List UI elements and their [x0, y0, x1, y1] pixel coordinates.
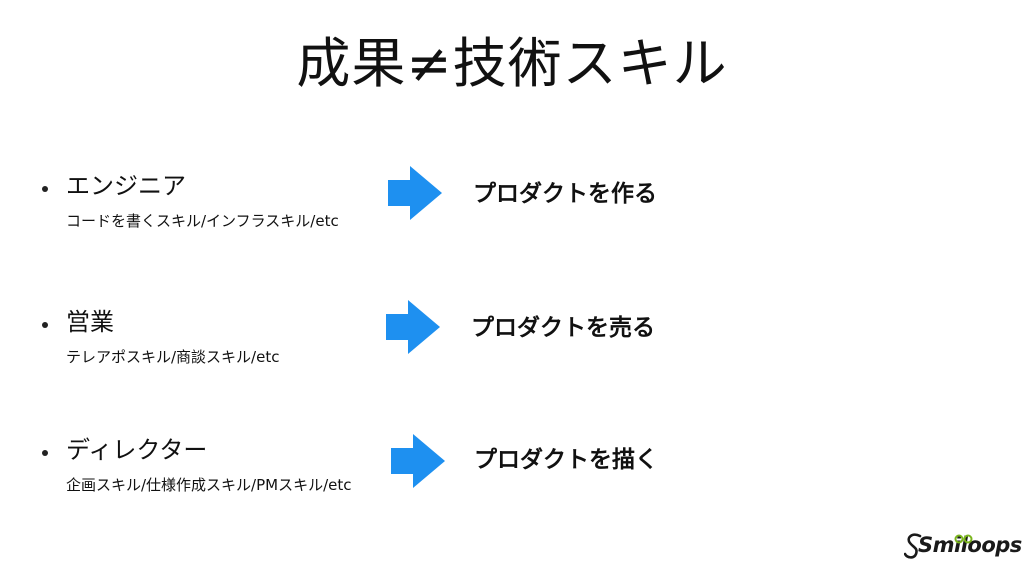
role-outcome: プロダクトを売る [471, 315, 655, 341]
slide-title: 成果≠技術スキル [296, 32, 728, 95]
smiley-swirl-icon [904, 533, 922, 559]
role-row-director: ディレクター 企画スキル/仕様作成スキル/PMスキル/etc プロダクトを描く [0, 424, 1024, 514]
role-skills: コードを書くスキル/インフラスキル/etc [66, 212, 339, 230]
role-outcome: プロダクトを描く [474, 447, 658, 473]
role-skills: 企画スキル/仕様作成スキル/PMスキル/etc [66, 476, 352, 494]
role-outcome: プロダクトを作る [473, 181, 657, 207]
right-arrow-icon [388, 166, 442, 220]
role-skills: テレアポスキル/商談スキル/etc [66, 348, 280, 366]
role-row-sales: 営業 テレアポスキル/商談スキル/etc プロダクトを売る [0, 296, 1024, 386]
bullet-icon [42, 322, 48, 328]
bullet-icon [42, 450, 48, 456]
role-heading: エンジニア [66, 172, 186, 200]
role-row-engineer: エンジニア コードを書くスキル/インフラスキル/etc プロダクトを作る [0, 160, 1024, 250]
logo-accent-icon [954, 534, 973, 544]
right-arrow-icon [386, 300, 440, 354]
bullet-icon [42, 186, 48, 192]
role-heading: ディレクター [66, 436, 208, 464]
role-heading: 営業 [66, 308, 114, 336]
smiloops-logo: Smiloops [904, 530, 1022, 562]
right-arrow-icon [391, 434, 445, 488]
